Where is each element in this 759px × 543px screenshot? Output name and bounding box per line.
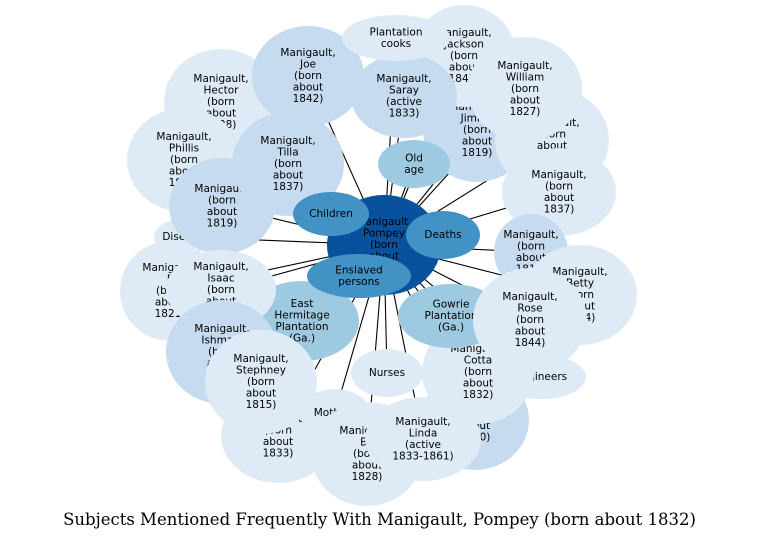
node-shape [252, 26, 364, 126]
node-shape [351, 54, 457, 138]
node-shape [307, 254, 411, 298]
node-shape [365, 397, 481, 481]
node-shape [473, 268, 587, 372]
node-label: Nurses [369, 367, 405, 379]
node-label: Children [309, 208, 353, 220]
node-shape [378, 140, 450, 188]
graph-caption: Subjects Mentioned Frequently With Manig… [63, 510, 696, 529]
node-shape [468, 37, 582, 141]
node-nurses[interactable]: Nurses [351, 349, 423, 397]
node-shape [205, 330, 317, 434]
node-shape [351, 349, 423, 397]
node-deaths[interactable]: Deaths [406, 211, 480, 259]
node-shape [342, 15, 450, 61]
node-label: Deaths [424, 229, 461, 241]
node-shape [293, 192, 369, 236]
node-shape [406, 211, 480, 259]
node-shape [232, 112, 344, 216]
nodes: DiseaseManigault,P(bornabout1821)Manigau… [120, 5, 637, 506]
node-shape [502, 148, 616, 236]
node-children[interactable]: Children [293, 192, 369, 236]
